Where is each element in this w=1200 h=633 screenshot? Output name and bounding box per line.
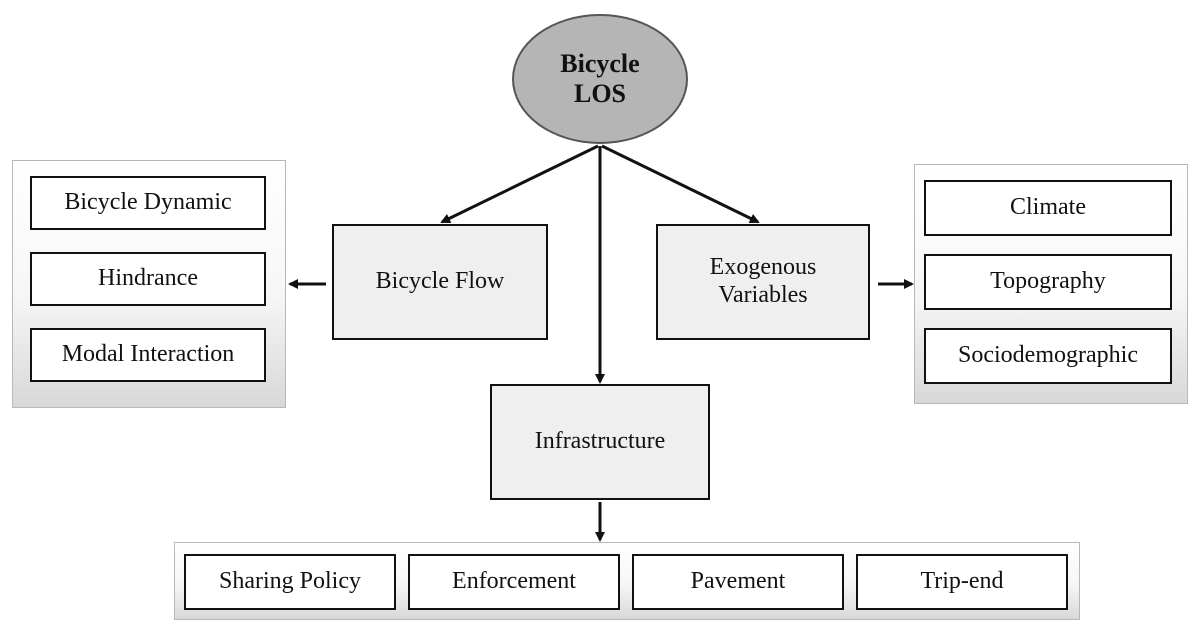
infrastructure-label: Infrastructure bbox=[534, 428, 666, 455]
factor-label: Topography bbox=[990, 268, 1106, 295]
arrow-los-to-exogenous bbox=[601, 144, 760, 224]
factor-hindrance: Hindrance bbox=[30, 252, 266, 306]
factor-modal-interaction: Modal Interaction bbox=[30, 328, 266, 382]
factor-topography: Topography bbox=[924, 254, 1172, 310]
exogenous-label-line1: Exogenous bbox=[709, 254, 817, 281]
factor-label: Sociodemographic bbox=[958, 342, 1138, 369]
factor-sociodemographic: Sociodemographic bbox=[924, 328, 1172, 384]
exogenous-label-line2: Variables bbox=[718, 282, 808, 308]
bicycle-flow-node: Bicycle Flow bbox=[332, 224, 548, 340]
factor-label: Bicycle Dynamic bbox=[64, 189, 232, 216]
factor-label: Hindrance bbox=[98, 265, 198, 292]
factor-label: Enforcement bbox=[452, 568, 576, 595]
factor-trip-end: Trip-end bbox=[856, 554, 1068, 610]
bicycle-flow-label: Bicycle Flow bbox=[375, 268, 505, 295]
factor-pavement: Pavement bbox=[632, 554, 844, 610]
factor-sharing-policy: Sharing Policy bbox=[184, 554, 396, 610]
root-label-line2: LOS bbox=[573, 79, 627, 108]
exogenous-variables-node: Exogenous Variables bbox=[656, 224, 870, 340]
bicycle-los-root: Bicycle LOS bbox=[512, 14, 688, 144]
root-label-line1: Bicycle bbox=[560, 49, 640, 79]
infrastructure-node: Infrastructure bbox=[490, 384, 710, 500]
factor-bicycle-dynamic: Bicycle Dynamic bbox=[30, 176, 266, 230]
factor-label: Trip-end bbox=[920, 568, 1004, 595]
factor-enforcement: Enforcement bbox=[408, 554, 620, 610]
factor-label: Sharing Policy bbox=[219, 568, 361, 595]
factor-label: Modal Interaction bbox=[61, 341, 235, 368]
factor-climate: Climate bbox=[924, 180, 1172, 236]
factor-label: Climate bbox=[1010, 194, 1086, 221]
factor-label: Pavement bbox=[690, 568, 786, 595]
arrow-los-to-bicycle-flow bbox=[440, 144, 599, 224]
